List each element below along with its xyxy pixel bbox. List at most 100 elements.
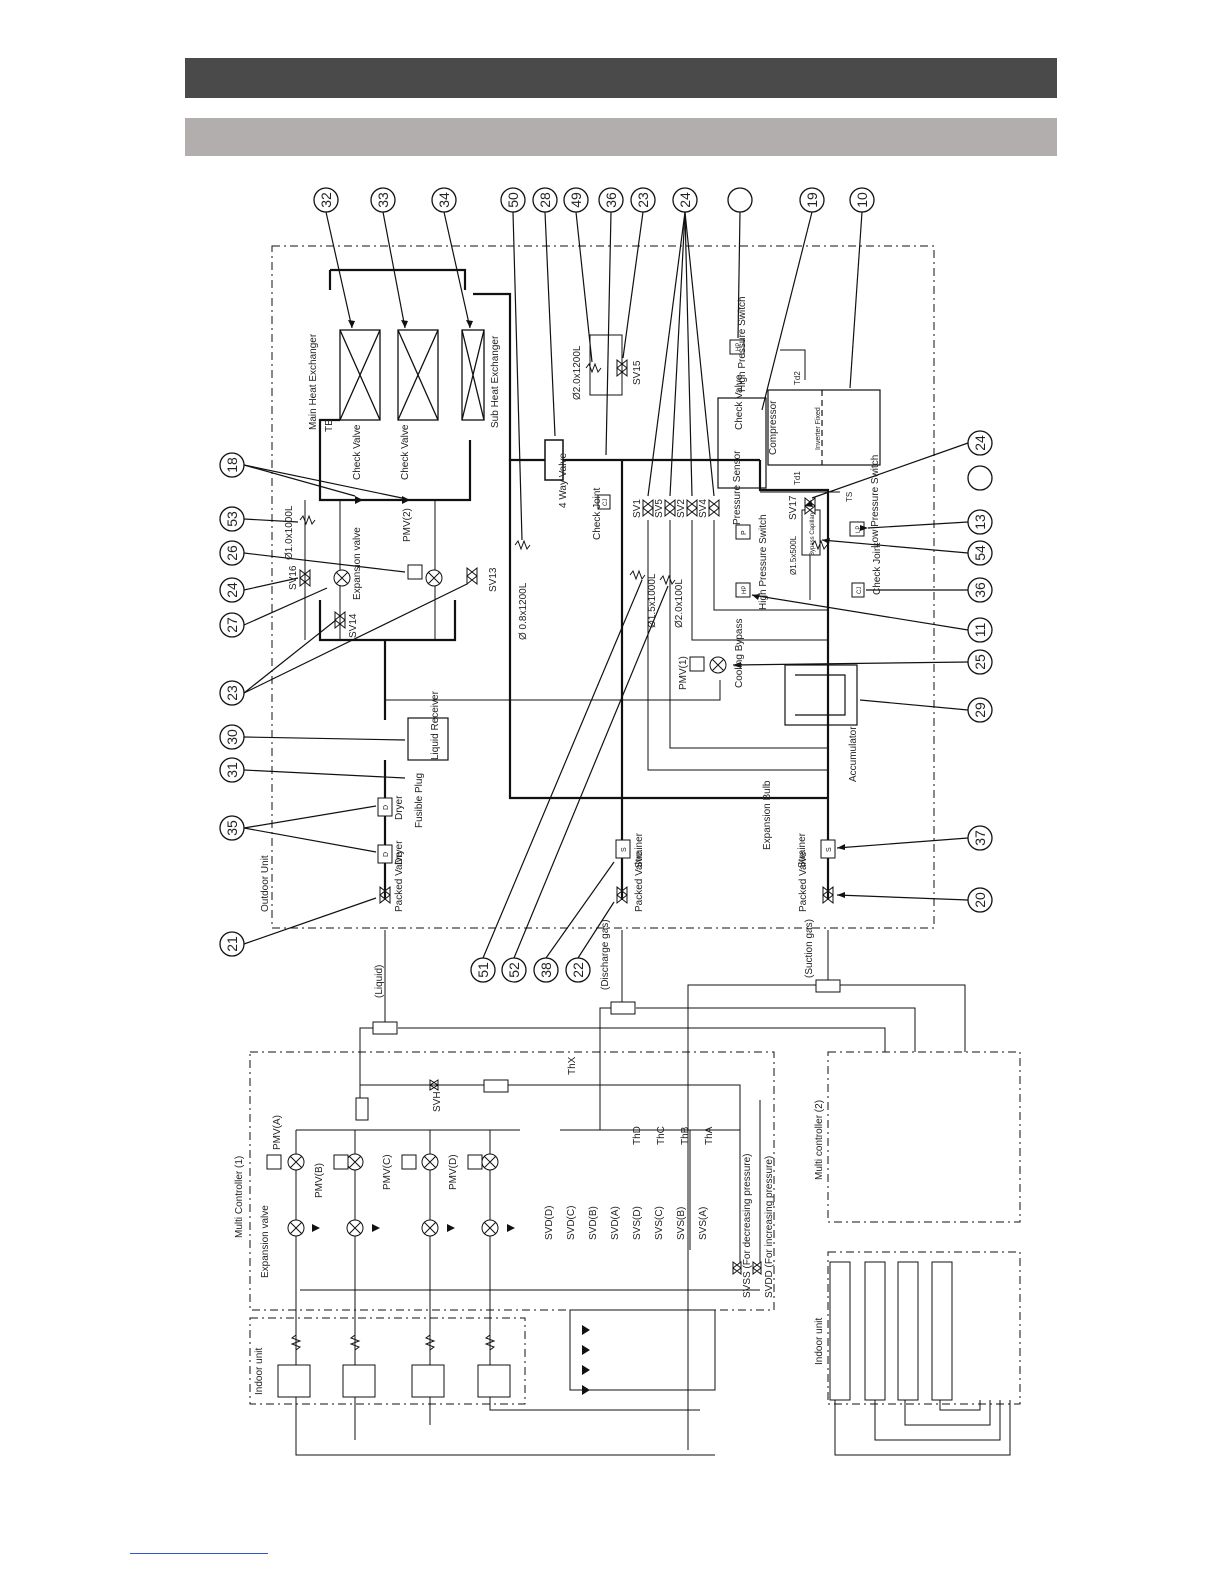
svs-d-label: SVS(D) xyxy=(632,1206,643,1240)
callout-top-1-label: 32 xyxy=(318,192,334,208)
callout-bottom-2-label: 52 xyxy=(506,962,522,978)
p-box-icon xyxy=(735,524,751,540)
sv14-label: SV14 xyxy=(348,613,359,638)
dryer-box-label-1: D xyxy=(383,805,390,810)
mc-expansion-valve-label: Expansion valve xyxy=(260,1205,271,1278)
indoor-unit-label-right: Indoor unit xyxy=(814,1318,825,1365)
subheader-bar xyxy=(185,118,1057,156)
callout-left-5-label: 27 xyxy=(224,617,240,633)
callout-right-3-label: 13 xyxy=(972,514,988,530)
sv5-label: SV5 xyxy=(654,499,665,518)
multi-controller-2-boundary xyxy=(827,1051,1021,1223)
callout-bottom-3-label: 38 xyxy=(538,962,554,978)
svs-a-label: SVS(A) xyxy=(698,1207,709,1240)
liquid-label: (Liquid) xyxy=(374,965,385,998)
cap-10x1000-label: Ø1.0x1000L xyxy=(284,505,295,560)
pmv-d-label: PMV(D) xyxy=(448,1154,459,1190)
dryer-icon-2 xyxy=(377,844,393,864)
pmv1-box-icon xyxy=(689,656,705,672)
header-bar xyxy=(185,58,1057,98)
callout-top-6-label: 49 xyxy=(568,192,584,208)
callout-left-4-label: 24 xyxy=(224,582,240,598)
callout-left-6-label: 23 xyxy=(224,685,240,701)
four-way-valve-label: 4 Way Valve xyxy=(558,453,569,508)
indoor-unit-boxes xyxy=(277,1261,953,1401)
callout-bottom-4-label: 22 xyxy=(570,962,586,978)
ts-label: TS xyxy=(845,492,854,502)
cj-box-label-1: CJ xyxy=(603,499,609,506)
svss-label: SVSS (For decreasing pressure) xyxy=(742,1153,753,1298)
callout-left-7-label: 30 xyxy=(224,729,240,745)
strainer-box-label-1: S xyxy=(621,847,628,852)
dryer-box-label-2: D xyxy=(383,852,390,857)
pressure-sensor-label: Pressure Sensor xyxy=(732,450,743,525)
callout-right-10-label: 20 xyxy=(972,892,988,908)
thb-label: ThB xyxy=(680,1126,691,1145)
strainer-line-box xyxy=(483,1079,509,1093)
lp-box-label: LP xyxy=(856,526,862,533)
receiver-line-box xyxy=(355,1097,369,1121)
callout-left-8-label: 31 xyxy=(224,762,240,778)
liquid-receiver-icon xyxy=(407,717,449,761)
callout-right-2 xyxy=(967,465,993,491)
td2-label: Td2 xyxy=(793,371,802,385)
te-label: TE xyxy=(324,419,335,432)
p-box-label: P xyxy=(741,530,748,535)
callout-right-4-label: 54 xyxy=(972,545,988,561)
indoor-unit-boundary-right xyxy=(827,1251,1021,1405)
callout-top-2-label: 33 xyxy=(375,192,391,208)
check-valve-icons xyxy=(312,496,590,1395)
callout-top-5-label: 28 xyxy=(537,192,553,208)
hp-switch-mid-label: High Pressure Switch xyxy=(758,514,769,610)
cap-20x1200-label: Ø2.0x1200L xyxy=(572,345,583,400)
pmv1-label: PMV(1) xyxy=(678,656,689,690)
outdoor-unit-boundary xyxy=(271,245,935,929)
sv17-label: SV17 xyxy=(788,495,799,520)
callout-right-7-label: 25 xyxy=(972,654,988,670)
callout-left-1-label: 18 xyxy=(224,457,240,473)
hp-box-icon-top xyxy=(729,339,745,355)
liquid-receiver-label: Liquid Receiver xyxy=(430,690,441,760)
pmv-box-icons xyxy=(266,1154,483,1170)
cap-08x1200-label: Ø 0.8x1200L xyxy=(518,582,529,640)
expansion-valve-icons xyxy=(287,569,727,1237)
pmv2-box-icon xyxy=(407,564,423,580)
suction-joint-box xyxy=(815,979,841,993)
packed-valve-label-3: Packed Valve xyxy=(798,851,809,912)
callout-bottom-1-label: 51 xyxy=(475,962,491,978)
cap-15x500-label: Ø1.5x500L xyxy=(789,535,798,575)
callout-top-4-label: 50 xyxy=(505,192,521,208)
outdoor-unit-label: Outdoor Unit xyxy=(260,855,271,912)
callout-top-9-label: 24 xyxy=(677,192,693,208)
strainer-label-1: Strainer xyxy=(634,832,645,868)
callout-left-10-label: 21 xyxy=(224,936,240,952)
packed-valve-label-1: Packed Valve xyxy=(394,851,405,912)
strainer-icon-2 xyxy=(820,839,836,859)
svdd-label: SVDD (For increasing pressure) xyxy=(764,1156,775,1298)
bypass-capillary-label: Bypass Capillary xyxy=(810,511,816,556)
main-hx-label: Main Heat Exchanger xyxy=(308,333,319,430)
accumulator-icon xyxy=(784,664,858,726)
svd-d-label: SVD(D) xyxy=(544,1206,555,1240)
dryer-icon-1 xyxy=(377,797,393,817)
tha-label: ThA xyxy=(704,1126,715,1145)
td1-label: Td1 xyxy=(793,471,802,485)
pmv-c-label: PMV(C) xyxy=(382,1154,393,1190)
footer-rule xyxy=(130,1553,268,1554)
check-joint-label-2: Check Joint xyxy=(872,543,883,595)
cj-box-label-2: CJ xyxy=(857,587,863,594)
callout-right-6-label: 11 xyxy=(972,623,988,638)
multi-controller-1-label: Multi Controller (1) xyxy=(234,1156,245,1238)
hp-switch-top-label: High Pressure Switch xyxy=(737,296,748,392)
indoor-unit-label-left: Indoor unit xyxy=(254,1348,265,1395)
dryer-label-1: Dryer xyxy=(394,795,405,820)
lp-switch-label: Low Pressure Switch xyxy=(870,455,881,548)
cj-box-icon-2 xyxy=(851,582,865,598)
svh-label: SVH xyxy=(432,1091,443,1112)
discharge-gas-label: (Discharge gas) xyxy=(600,919,611,990)
strainer-icon-1 xyxy=(615,839,631,859)
thx-label: ThX xyxy=(567,1056,578,1075)
callout-top-12-label: 10 xyxy=(854,192,870,208)
callout-right-5-label: 36 xyxy=(972,582,988,598)
